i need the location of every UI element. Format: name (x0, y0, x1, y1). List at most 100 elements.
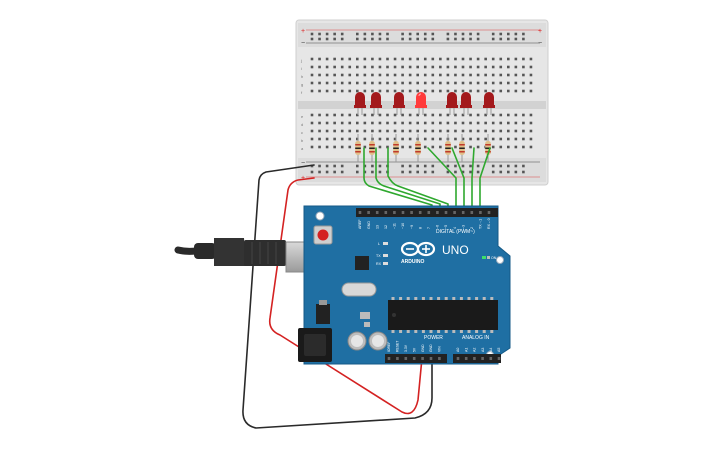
breadboard-hole (461, 129, 465, 133)
breadboard-hole (439, 137, 442, 141)
power-pin-0[interactable] (387, 357, 391, 360)
power-pin-1[interactable] (396, 357, 399, 360)
breadboard-hole (423, 121, 427, 125)
digital-pin-8[interactable] (427, 211, 431, 214)
led-3[interactable] (394, 92, 404, 107)
power-pin-2[interactable] (404, 357, 408, 360)
digital-pin-3[interactable] (384, 211, 388, 214)
digital-pin-10[interactable] (444, 211, 448, 214)
digital-pin-12[interactable] (461, 211, 465, 214)
rail-hole (310, 37, 314, 41)
wire-green-5[interactable] (451, 147, 465, 213)
wire-green-3[interactable] (387, 147, 449, 213)
chip-pin (490, 330, 494, 333)
chip-pin (482, 330, 486, 333)
digital-pin-9[interactable] (436, 211, 439, 214)
analog-pin-label: A4 (489, 348, 493, 352)
power-pin-4[interactable] (421, 357, 424, 360)
digital-pin-2[interactable] (375, 211, 379, 214)
wire-black-ground[interactable] (242, 164, 433, 429)
digital-pin-7[interactable] (418, 211, 422, 214)
digital-pin-5[interactable] (401, 211, 405, 214)
breadboard-hole (446, 81, 450, 85)
usb-cable[interactable] (174, 238, 317, 273)
digital-pin-4[interactable] (393, 211, 396, 214)
wire-green-7[interactable] (479, 147, 491, 213)
led-6[interactable] (461, 92, 471, 107)
rail-hole (333, 170, 336, 174)
breadboard-hole (333, 89, 336, 93)
led-rim (393, 105, 405, 108)
digital-pin-13[interactable] (470, 211, 474, 214)
led-7[interactable] (484, 92, 494, 107)
power-pin-6[interactable] (438, 357, 441, 360)
analog-header[interactable] (453, 354, 501, 363)
wire-green-1[interactable] (363, 147, 433, 213)
breadboard-hole (340, 73, 344, 77)
analog-pin-2[interactable] (473, 357, 476, 360)
led-2[interactable] (371, 92, 381, 107)
power-pin-3[interactable] (412, 357, 416, 360)
power-pin-5[interactable] (429, 357, 433, 360)
analog-pin-4[interactable] (489, 357, 493, 360)
analog-pin-1[interactable] (464, 357, 468, 360)
rail-hole (318, 164, 321, 168)
rail-hole (491, 37, 495, 41)
reset-button[interactable] (317, 229, 329, 241)
digital-pin-0[interactable] (358, 211, 362, 214)
voltage-regulator (316, 304, 330, 324)
breadboard-hole (408, 129, 412, 133)
digital-pin-6[interactable] (410, 211, 413, 214)
wire-green-2[interactable] (375, 147, 441, 213)
breadboard-hole (514, 65, 518, 69)
led-1[interactable] (355, 92, 365, 107)
digital-pin-label: 13 (375, 225, 379, 229)
breadboard-hole (348, 57, 352, 61)
resistor-band (459, 144, 465, 146)
breadboard-hole (340, 121, 344, 125)
rail-hole (310, 170, 314, 174)
breadboard-hole (378, 57, 382, 61)
breadboard-hole (446, 73, 450, 77)
wire-green-6[interactable] (471, 147, 475, 213)
breadboard-hole (371, 57, 374, 61)
digital-header[interactable] (356, 208, 498, 217)
digital-pin-15[interactable] (487, 211, 491, 214)
breadboard-hole (469, 113, 472, 117)
digital-pin-14[interactable] (479, 211, 482, 214)
analog-pin-0[interactable] (456, 357, 460, 360)
led-5[interactable] (447, 92, 457, 107)
breadboard[interactable]: + − − + + − j i h g f e d c b a (295, 19, 549, 186)
wire-red-5v[interactable] (268, 177, 423, 415)
breadboard-hole (476, 137, 480, 141)
rail-hole (356, 32, 359, 36)
power-pin-label: RESET (396, 341, 400, 352)
rail-hole (356, 164, 359, 168)
breadboard-hole (378, 113, 382, 117)
wire-green-4[interactable] (427, 147, 457, 213)
power-label: POWER (424, 335, 443, 341)
rail-hole (454, 32, 457, 36)
led-4[interactable] (416, 92, 426, 107)
breadboard-hole (423, 113, 427, 117)
breadboard-hole (393, 81, 397, 85)
digital-label: DIGITAL (PWM~) (436, 229, 475, 235)
breadboard-hole (333, 145, 336, 149)
digital-pin-1[interactable] (367, 211, 370, 214)
analog-pin-3[interactable] (481, 357, 484, 360)
rail-hole (363, 170, 367, 174)
digital-pin-11[interactable] (453, 211, 456, 214)
power-header[interactable] (385, 354, 447, 363)
breadboard-hole (507, 145, 510, 149)
row-letter-b: b (301, 138, 304, 143)
analog-pin-5[interactable] (497, 357, 501, 360)
breadboard-hole (408, 57, 412, 61)
breadboard-hole (499, 129, 503, 133)
rail-hole (491, 164, 495, 168)
breadboard-hole (325, 73, 329, 77)
rail-hole (454, 37, 457, 41)
breadboard-hole (378, 145, 382, 149)
breadboard-hole (333, 65, 336, 69)
